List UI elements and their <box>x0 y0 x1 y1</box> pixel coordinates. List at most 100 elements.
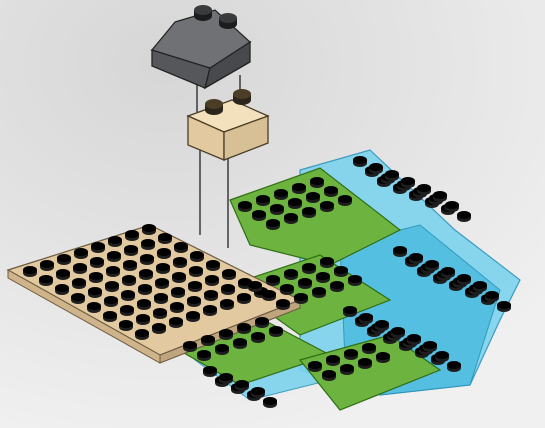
undefined <box>197 350 211 361</box>
undefined <box>270 204 284 215</box>
undefined <box>136 314 150 325</box>
undefined <box>292 183 306 194</box>
slope-stud-1 <box>194 5 212 21</box>
undefined <box>206 260 220 271</box>
undefined <box>308 361 322 372</box>
undefined <box>233 338 247 349</box>
undefined <box>441 267 455 278</box>
undefined <box>169 317 183 328</box>
undefined <box>425 260 439 271</box>
undefined <box>343 306 357 317</box>
undefined <box>306 192 320 203</box>
undefined <box>284 269 298 280</box>
undefined <box>312 287 326 298</box>
undefined <box>57 254 71 265</box>
undefined <box>220 299 234 310</box>
undefined <box>375 320 389 331</box>
undefined <box>125 230 139 241</box>
undefined <box>87 302 101 313</box>
undefined <box>344 349 358 360</box>
undefined <box>74 248 88 259</box>
undefined <box>56 269 70 280</box>
undefined <box>385 170 399 181</box>
undefined <box>252 210 266 221</box>
undefined <box>108 236 122 247</box>
undefined <box>266 219 280 230</box>
undefined <box>330 281 344 292</box>
undefined <box>340 364 354 375</box>
undefined <box>140 254 154 265</box>
undefined <box>262 290 276 301</box>
undefined <box>203 366 217 377</box>
undefined <box>497 301 511 312</box>
undefined <box>152 323 166 334</box>
undefined <box>55 284 69 295</box>
undefined <box>266 275 280 286</box>
undefined <box>322 370 336 381</box>
undefined <box>447 361 461 372</box>
undefined <box>338 195 352 206</box>
undefined <box>237 323 251 334</box>
undefined <box>187 296 201 307</box>
undefined <box>188 281 202 292</box>
undefined <box>435 351 449 362</box>
undefined <box>362 343 376 354</box>
undefined <box>324 186 338 197</box>
undefined <box>433 191 447 202</box>
undefined <box>445 201 459 212</box>
undefined <box>71 293 85 304</box>
undefined <box>407 334 421 345</box>
undefined <box>39 275 53 286</box>
undefined <box>104 296 118 307</box>
undefined <box>222 269 236 280</box>
undefined <box>310 177 324 188</box>
undefined <box>369 163 383 174</box>
undefined <box>457 274 471 285</box>
undefined <box>334 266 348 277</box>
undefined <box>88 287 102 298</box>
undefined <box>298 278 312 289</box>
undefined <box>173 257 187 268</box>
undefined <box>121 290 135 301</box>
undefined <box>205 275 219 286</box>
undefined <box>391 327 405 338</box>
undefined <box>72 278 86 289</box>
undefined <box>251 387 265 398</box>
undefined <box>123 260 137 271</box>
undefined <box>158 233 172 244</box>
undefined <box>326 355 340 366</box>
undefined <box>316 272 330 283</box>
undefined <box>171 287 185 298</box>
undefined <box>172 272 186 283</box>
undefined <box>204 290 218 301</box>
undefined <box>139 269 153 280</box>
undefined <box>359 313 373 324</box>
undefined <box>106 266 120 277</box>
undefined <box>280 284 294 295</box>
undefined <box>89 272 103 283</box>
undefined <box>124 245 138 256</box>
undefined <box>409 253 423 264</box>
undefined <box>190 251 204 262</box>
undefined <box>248 281 262 292</box>
undefined <box>107 251 121 262</box>
undefined <box>485 291 499 302</box>
undefined <box>189 266 203 277</box>
tan-brick-stud-1 <box>205 99 223 115</box>
undefined <box>320 257 334 268</box>
tan-brick-stud-2 <box>233 89 251 105</box>
undefined <box>423 341 437 352</box>
slope-stud-2 <box>219 13 237 29</box>
undefined <box>122 275 136 286</box>
undefined <box>457 211 471 222</box>
undefined <box>288 198 302 209</box>
undefined <box>263 397 277 408</box>
undefined <box>221 284 235 295</box>
undefined <box>153 308 167 319</box>
undefined <box>276 299 290 310</box>
undefined <box>235 380 249 391</box>
undefined <box>417 184 431 195</box>
undefined <box>238 201 252 212</box>
undefined <box>255 317 269 328</box>
